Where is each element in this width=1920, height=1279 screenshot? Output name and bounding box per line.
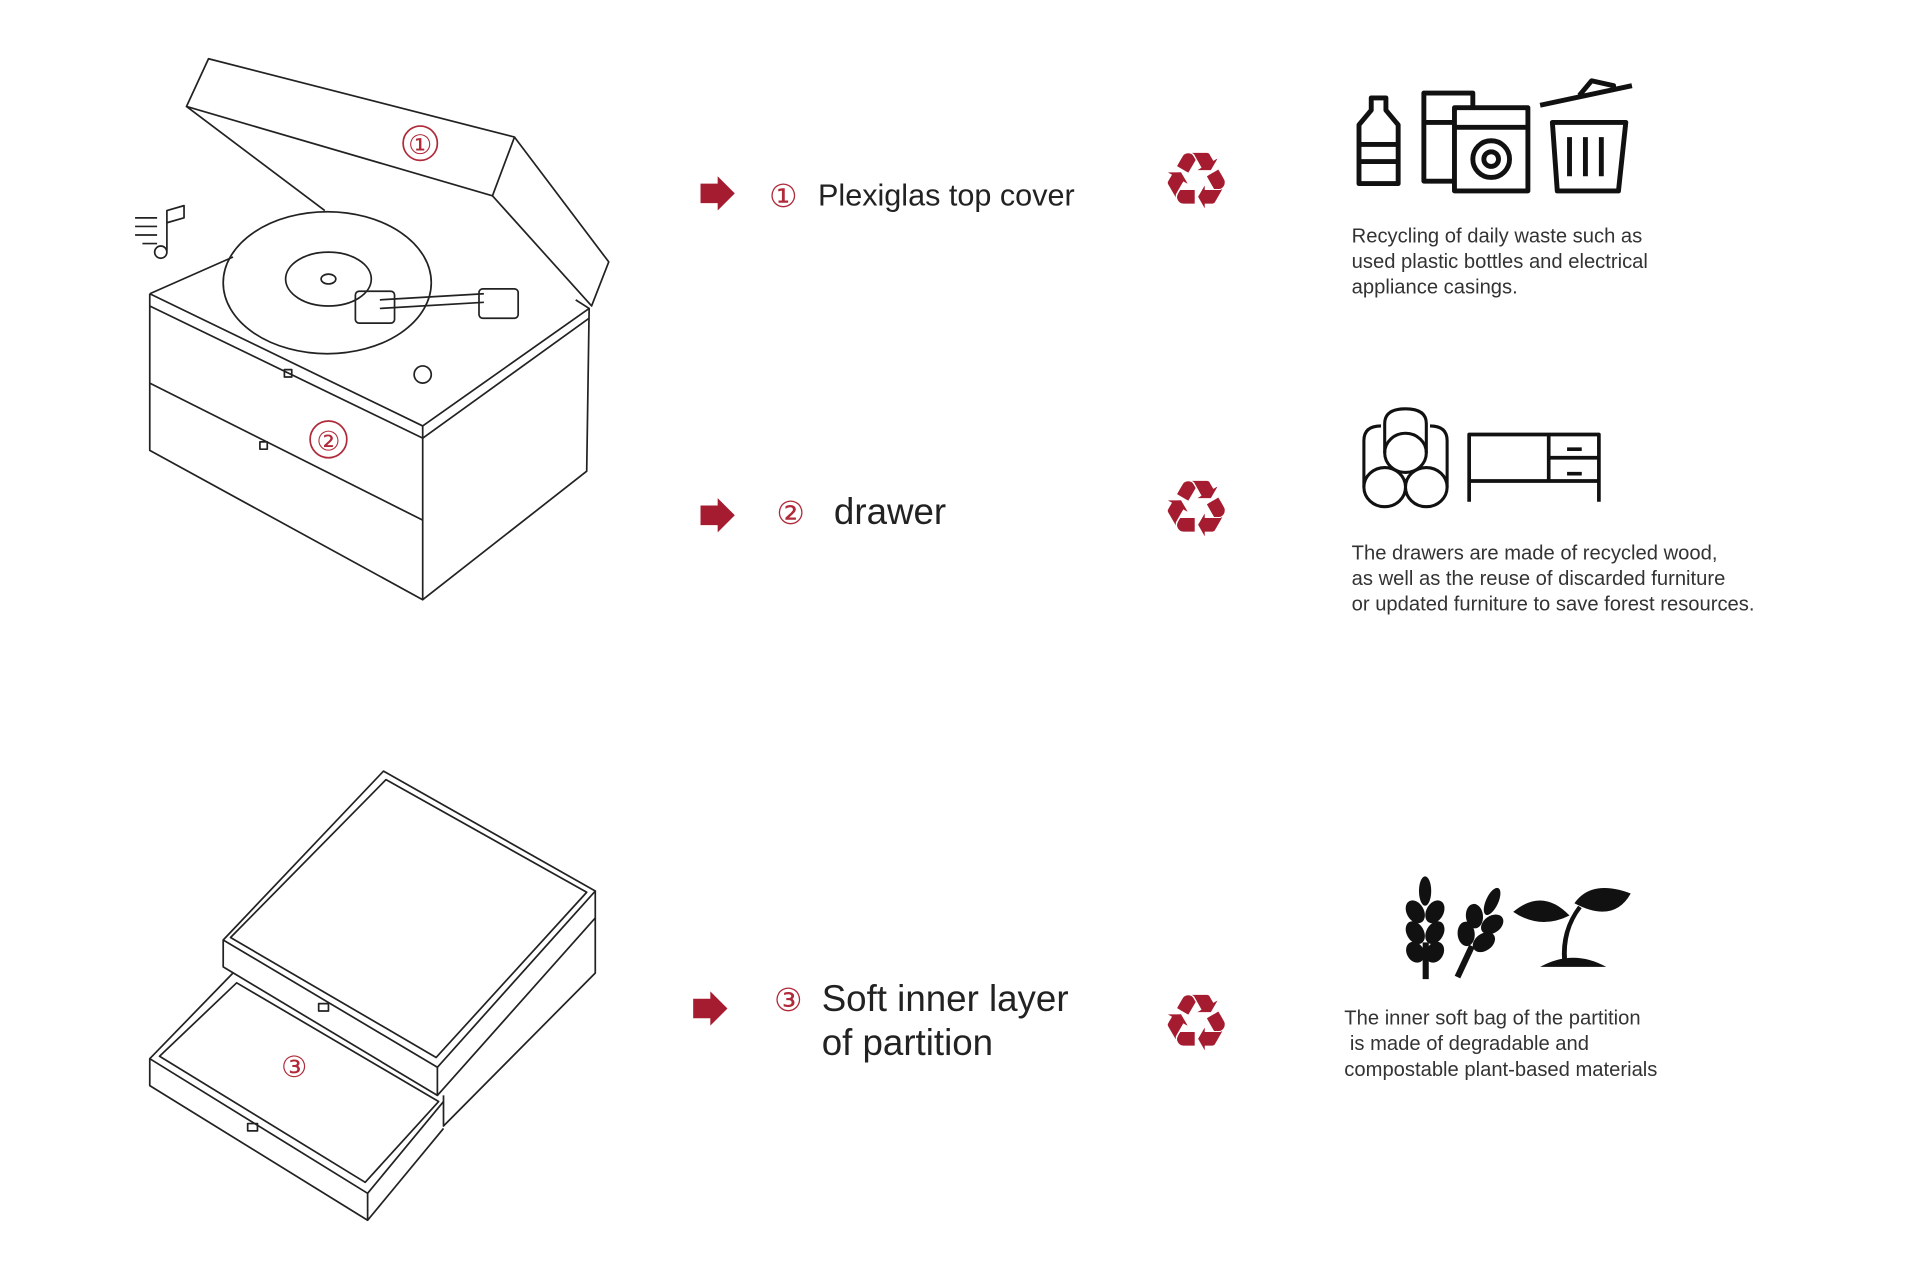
marker-2: ② (316, 426, 340, 457)
row-plexiglas-top-cover: ① Plexiglas top cover ♻ Recycling of dai… (700, 78, 1648, 299)
sprout-icon (1513, 887, 1631, 967)
row-drawer: ② drawer ♻ The drawers are made of recyc… (700, 407, 1755, 616)
bottle-icon (1356, 95, 1401, 187)
logs-icon (1362, 407, 1449, 509)
music-note-icon (135, 204, 185, 260)
recycle-icon: ♻ (1161, 136, 1231, 227)
drawer-box-illustration: ③ (148, 770, 597, 1222)
description: The inner soft bag of the partition is m… (1344, 1007, 1657, 1080)
recycle-icon: ♻ (1161, 978, 1231, 1069)
row-marker: ① (769, 177, 798, 215)
marker-3: ③ (281, 1050, 307, 1084)
arrow-icon (700, 498, 735, 533)
row-marker: ③ (774, 981, 803, 1019)
description: The drawers are made of recycled wood,as… (1352, 542, 1755, 615)
trash-bin-icon (1539, 78, 1633, 194)
component-label: drawer (834, 491, 946, 532)
wheat-icon (1454, 887, 1504, 979)
record-player-illustration: ① ② (135, 57, 610, 601)
refrigerator-icon (1421, 90, 1476, 184)
wheat-icon (1405, 876, 1445, 980)
marker-1: ① (408, 130, 432, 161)
arrow-icon (693, 991, 728, 1026)
component-label: Plexiglas top cover (818, 179, 1075, 213)
row-marker: ② (776, 494, 805, 532)
arrow-icon (700, 176, 735, 211)
washing-machine-icon (1452, 105, 1531, 194)
cabinet-icon (1467, 432, 1601, 502)
recycle-icon: ♻ (1161, 464, 1231, 555)
